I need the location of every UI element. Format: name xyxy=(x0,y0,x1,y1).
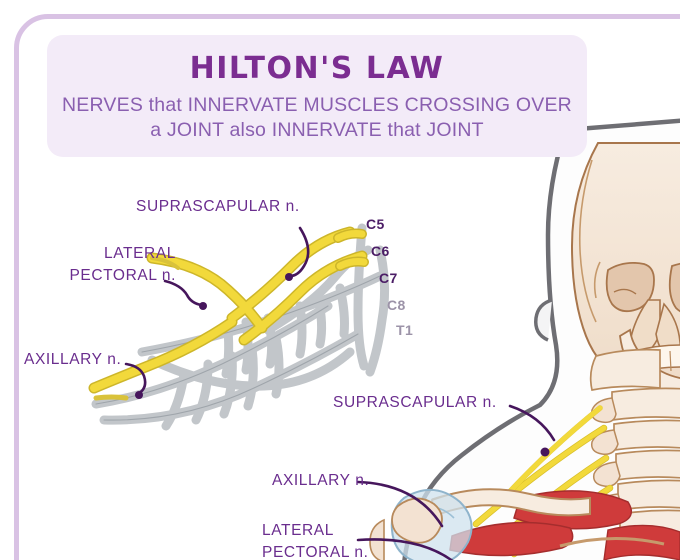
plexus-yellow-nerves xyxy=(88,226,369,401)
leader-lines xyxy=(124,226,556,560)
label-axillary-upper: AXILLARY n. xyxy=(24,351,122,368)
label-axillary-lower: AXILLARY n. xyxy=(272,472,370,489)
label-lateral-pectoral-lower-line2: PECTORAL n. xyxy=(262,544,369,560)
subtitle-line-1: NERVES that INNERVATE MUSCLES CROSSING O… xyxy=(62,94,572,116)
plexus-gray-outline xyxy=(95,275,381,421)
leader-dots xyxy=(135,273,550,457)
page-title: HILTON'S LAW xyxy=(189,51,445,86)
root-label-c7: C7 xyxy=(379,270,398,286)
root-label-t1: T1 xyxy=(396,322,414,338)
skull xyxy=(570,142,680,401)
label-lateral-pectoral-lower: LATERAL PECTORAL n. xyxy=(262,520,372,560)
subtitle-line-2: a JOINT also INNERVATE that JOINT xyxy=(150,119,484,141)
page-subtitle: NERVES that INNERVATE MUSCLES CROSSING O… xyxy=(47,86,587,143)
label-lateral-pectoral-upper-line1: LATERAL xyxy=(104,245,176,262)
title-banner: HILTON'S LAW NERVES that INNERVATE MUSCL… xyxy=(47,35,587,157)
label-lateral-pectoral-lower-line1: LATERAL xyxy=(262,522,334,539)
label-suprascapular-lower: SUPRASCAPULAR n. xyxy=(333,394,497,411)
label-lateral-pectoral-upper: LATERAL PECTORAL n. xyxy=(56,243,176,287)
root-label-c8: C8 xyxy=(387,297,406,313)
root-label-c6: C6 xyxy=(371,243,390,259)
label-suprascapular-upper: SUPRASCAPULAR n. xyxy=(136,198,300,215)
occiput xyxy=(589,348,661,391)
label-lateral-pectoral-upper-line2: PECTORAL n. xyxy=(69,267,176,284)
root-label-c5: C5 xyxy=(366,216,385,232)
